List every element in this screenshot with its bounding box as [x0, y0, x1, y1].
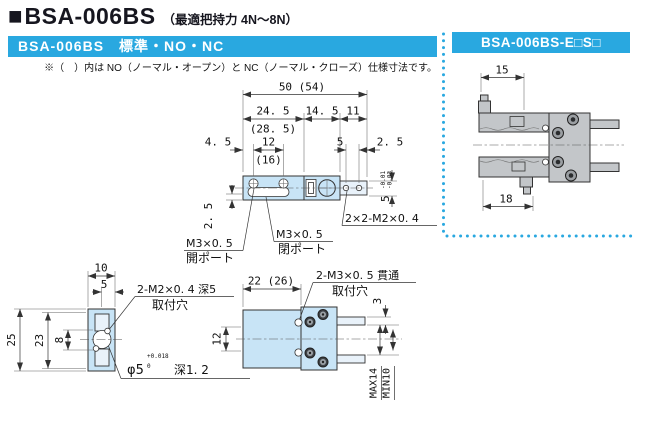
close-port-crosshair	[278, 178, 289, 189]
section-divider-dotted	[442, 32, 634, 238]
sensor-nub	[480, 94, 489, 102]
dim-seg-body: 24. 5	[256, 105, 289, 118]
front-view: 22 (26) 12 3 MAX14 MIN10 2-M3×0. 5 貫通 取付…	[211, 269, 416, 400]
block-screws	[552, 113, 579, 182]
finger-top	[336, 316, 366, 326]
dim-height-inner: 23	[33, 334, 46, 347]
dim-rail-tol-upper: -0.01	[380, 171, 387, 189]
dim-hole-pitch: 5	[337, 136, 344, 149]
variant-header-bar: BSA-006BS-E□S□	[452, 32, 630, 53]
dim-rail-tol-lower: -0.03	[387, 171, 394, 189]
variant-view: 15 18	[473, 64, 624, 211]
port-slot	[247, 187, 290, 197]
dim-bore-pitch: 8	[53, 337, 66, 344]
dim-overall: 50 (54)	[279, 81, 325, 94]
lower-actuator	[519, 176, 533, 188]
head-screws	[304, 309, 329, 368]
finger-cross-section	[94, 348, 110, 367]
pivot-hole	[542, 158, 549, 166]
open-port-label: 開ポート	[186, 251, 234, 265]
upper-arm-detail	[509, 116, 525, 127]
grip-force-note: （最適把持力 4N～8N）	[162, 13, 298, 27]
stroke-max-label: MAX14	[369, 368, 380, 398]
bore-depth-label: 深1. 2	[174, 363, 209, 377]
dim-seg-finger: 11	[346, 105, 359, 118]
lower-arm	[478, 156, 550, 178]
finger-bottom	[336, 354, 366, 364]
dim-width-half: 5	[101, 278, 108, 291]
bore-dia-label: φ5	[127, 363, 144, 378]
dim-rail: 5	[379, 195, 392, 202]
dim-seg-mech: 14. 5	[305, 105, 338, 118]
mount-tap-hole	[104, 327, 111, 335]
finger-top	[589, 119, 620, 129]
dim-height: 25	[5, 333, 18, 346]
dim-height: 12	[211, 332, 224, 345]
page-title: ■ BSA-006BS （最適把持力 4N～8N）	[8, 3, 298, 30]
upper-arm	[478, 112, 550, 133]
bore-tol-upper: +0.018	[147, 353, 169, 360]
dim-seg-body-alt: (28. 5)	[250, 123, 296, 136]
bore-tol-lower: 0	[147, 363, 151, 370]
dim-width: 22 (26)	[248, 275, 294, 288]
dim-port-pitch: 12	[262, 136, 275, 149]
close-port-thread-label: M3×0. 5	[276, 228, 323, 241]
mount-holes-label: 取付穴	[332, 283, 368, 298]
open-port-thread-label: M3×0. 5	[186, 237, 233, 250]
side-view: 25 23 8 10 5 2-M2×0. 4 深5 取付穴 φ5 +0.018 …	[5, 262, 250, 379]
mount-holes-label: 取付穴	[152, 297, 188, 312]
lower-actuator-stem	[523, 186, 531, 195]
dim-finger-thickness: 3	[371, 298, 384, 305]
mount-tap-hole	[92, 345, 100, 352]
sensor-body	[478, 100, 491, 114]
dim-edge: 2. 5	[202, 203, 215, 230]
finger-bottom	[589, 162, 620, 172]
close-port-label: 閉ポート	[278, 242, 326, 256]
mount-taps-label: 2-M2×0. 4 深5	[137, 283, 216, 296]
title-square-icon: ■	[8, 3, 23, 30]
top-view: 50 (54) 24. 5 (28. 5) 14. 5 11 4. 5 12 (…	[184, 81, 437, 265]
through-taps-label: 2-M3×0. 5 貫通	[316, 269, 399, 282]
model-name: BSA-006BS	[24, 3, 156, 29]
stroke-min-label: MIN10	[382, 368, 393, 398]
dim-width: 10	[94, 262, 107, 275]
pivot-hole	[542, 124, 549, 132]
through-mount-hole	[294, 318, 303, 327]
note-text: ※（ ）内は NO（ノーマル・オープン）と NC（ノーマル・クローズ）仕様寸法で…	[44, 63, 437, 74]
dim-width-bottom: 18	[499, 193, 512, 206]
series-header-bar: BSA-006BS 標準・NO・NC	[8, 36, 437, 57]
dim-width-top: 15	[495, 64, 508, 77]
dim-tip: 2. 5	[377, 136, 404, 149]
dim-port-pitch-alt: (16)	[255, 154, 282, 167]
dim-offset: 4. 5	[205, 136, 232, 149]
finger-taps-label: 2×2-M2×0. 4	[345, 212, 419, 225]
open-port-crosshair	[248, 178, 259, 189]
through-mount-hole	[294, 348, 303, 357]
lower-arm-detail	[511, 161, 526, 172]
